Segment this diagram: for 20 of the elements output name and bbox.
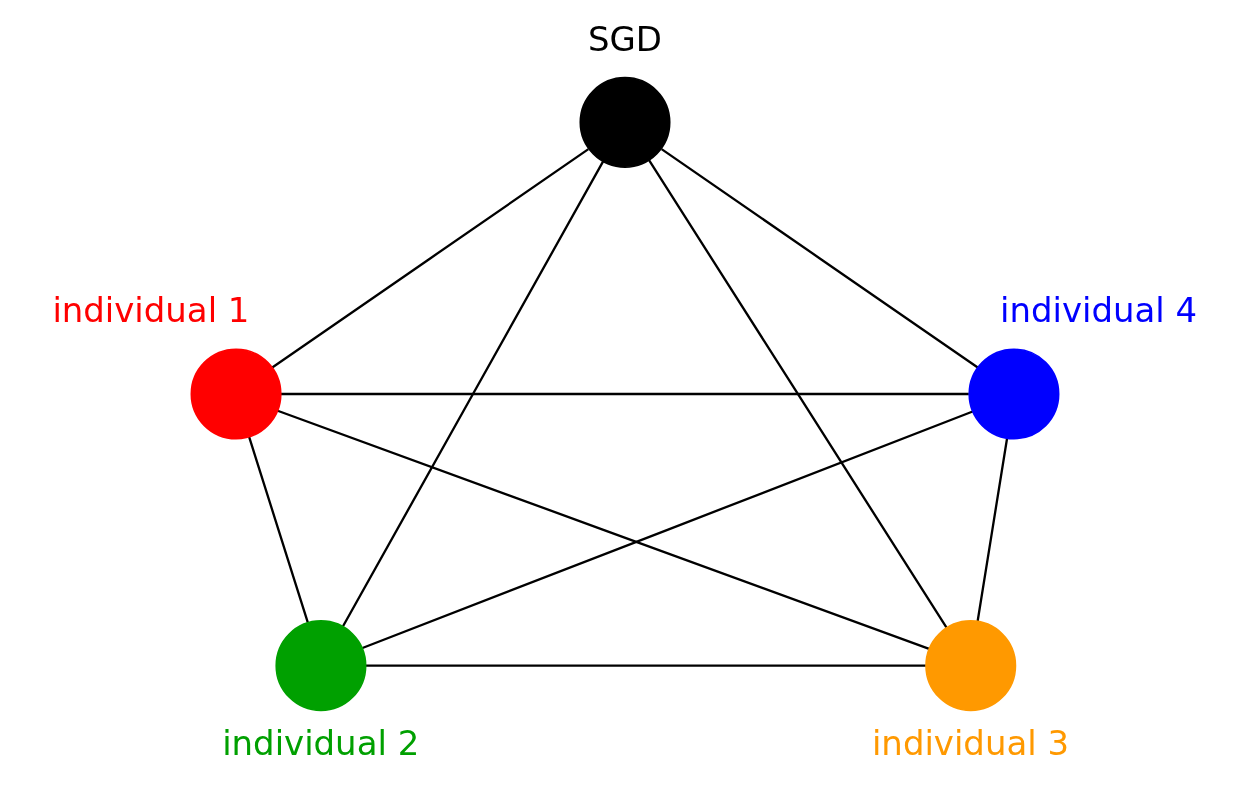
connector [362, 410, 974, 650]
node-label: individual 4 [1000, 290, 1198, 331]
connector [277, 409, 930, 650]
connector [248, 436, 309, 624]
node-label: SGD [587, 18, 662, 59]
node-circle [968, 348, 1060, 440]
node-circle [275, 620, 367, 712]
node-circle [190, 348, 282, 440]
connector [280, 392, 969, 396]
connector [976, 438, 1009, 622]
connector [342, 160, 605, 627]
connector [660, 148, 979, 369]
node-label: individual 3 [871, 722, 1070, 763]
connector [648, 159, 948, 629]
node-circle [579, 76, 671, 168]
connector [271, 148, 590, 369]
connector [366, 664, 926, 667]
node-circle [925, 620, 1017, 712]
node-label: individual 2 [222, 722, 420, 763]
node-label: individual 1 [52, 290, 250, 331]
